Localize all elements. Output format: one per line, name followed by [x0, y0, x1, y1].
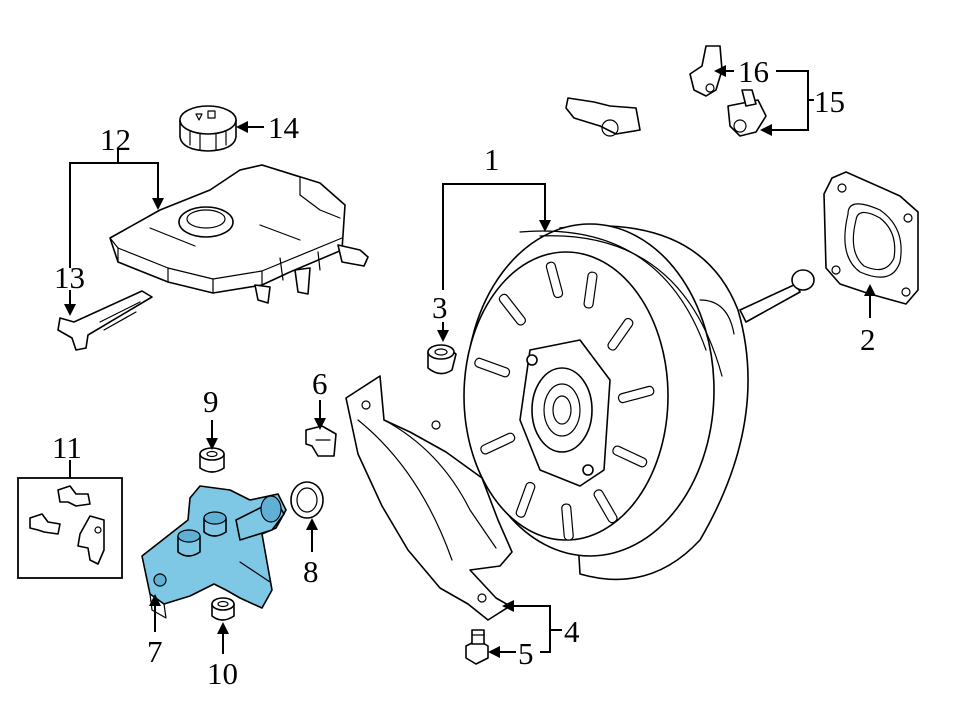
- reservoir-grommet-upper[interactable]: [199, 447, 225, 473]
- vacuum-sensor[interactable]: [689, 45, 723, 97]
- callout-6: 6: [312, 366, 328, 401]
- vacuum-sensor-harness[interactable]: [565, 89, 767, 203]
- master-cylinder[interactable]: [141, 485, 287, 619]
- reservoir-cap[interactable]: [179, 105, 237, 152]
- callout-5: 5: [518, 636, 534, 671]
- callout-labels: 1 2 3 4 5 6 7 8 9 10 11 12 13 14 15 16: [52, 54, 876, 691]
- clip[interactable]: [305, 425, 337, 457]
- callout-3: 3: [432, 290, 448, 325]
- callout-1: 1: [484, 142, 500, 177]
- callout-9: 9: [203, 384, 219, 419]
- booster-gasket[interactable]: [823, 171, 919, 305]
- leader-lines: [64, 65, 876, 658]
- callout-13: 13: [54, 260, 85, 295]
- level-sensor[interactable]: [57, 290, 153, 351]
- callout-7: 7: [147, 634, 163, 669]
- callout-8: 8: [303, 554, 319, 589]
- reservoir-grommet-lower[interactable]: [211, 597, 235, 621]
- booster-grommet[interactable]: [427, 344, 457, 375]
- heat-shield[interactable]: [345, 375, 513, 621]
- callout-2: 2: [860, 322, 876, 357]
- callout-16: 16: [738, 54, 769, 89]
- callout-4: 4: [564, 614, 580, 649]
- fluid-reservoir[interactable]: [109, 164, 369, 304]
- o-ring[interactable]: [290, 481, 324, 519]
- callout-15: 15: [814, 84, 845, 119]
- shield-bolt[interactable]: [465, 629, 489, 665]
- callout-12: 12: [100, 122, 131, 157]
- callout-11: 11: [52, 430, 82, 465]
- callout-14: 14: [268, 110, 300, 145]
- hardware-kit[interactable]: [17, 477, 123, 579]
- brake-booster[interactable]: [463, 223, 815, 581]
- callout-10: 10: [207, 656, 238, 691]
